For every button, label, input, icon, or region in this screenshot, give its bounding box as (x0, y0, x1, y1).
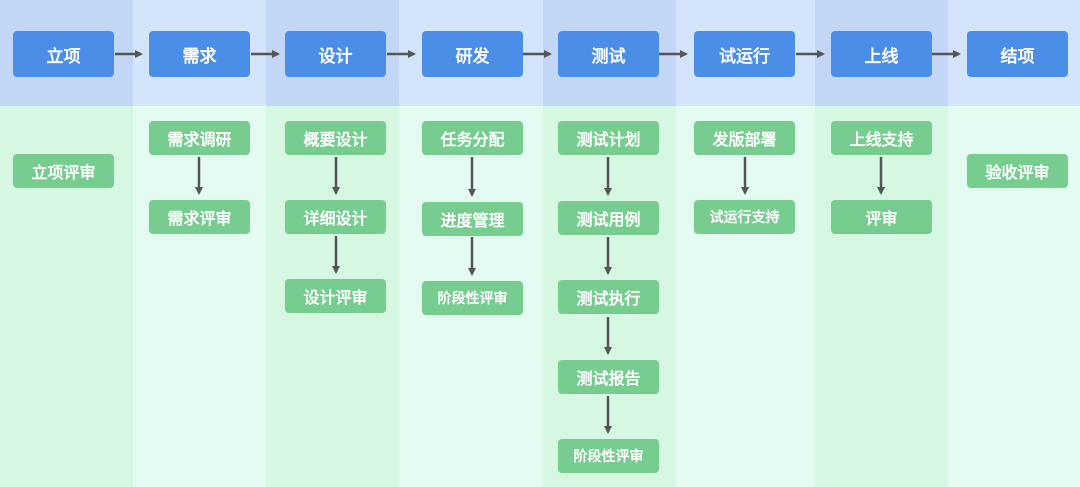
task-box[interactable]: 评审 (831, 200, 932, 234)
task-box[interactable]: 试运行支持 (694, 200, 795, 234)
task-box[interactable]: 验收评审 (967, 154, 1068, 188)
task-box[interactable]: 任务分配 (422, 121, 523, 155)
task-box[interactable]: 测试计划 (558, 121, 659, 155)
task-box[interactable]: 测试用例 (558, 201, 659, 235)
phase-box-xuqiu[interactable]: 需求 (149, 31, 250, 77)
task-box[interactable]: 测试执行 (558, 280, 659, 314)
phase-box-sheji[interactable]: 设计 (285, 31, 386, 77)
task-box[interactable]: 详细设计 (285, 200, 386, 234)
task-box[interactable]: 立项评审 (13, 154, 114, 188)
task-box[interactable]: 发版部署 (694, 121, 795, 155)
phase-box-yanfa[interactable]: 研发 (422, 31, 523, 77)
phase-box-shiyunxing[interactable]: 试运行 (694, 31, 795, 77)
task-box[interactable]: 设计评审 (285, 279, 386, 313)
task-box[interactable]: 阶段性评审 (422, 281, 523, 315)
task-box[interactable]: 上线支持 (831, 121, 932, 155)
phase-box-ceshi[interactable]: 测试 (558, 31, 659, 77)
task-box[interactable]: 需求评审 (149, 200, 250, 234)
phase-box-lixiang[interactable]: 立项 (13, 31, 114, 77)
phase-box-jiexiang[interactable]: 结项 (967, 31, 1068, 77)
task-box[interactable]: 阶段性评审 (558, 439, 659, 473)
task-box[interactable]: 需求调研 (149, 121, 250, 155)
phase-box-shangxian[interactable]: 上线 (831, 31, 932, 77)
task-box[interactable]: 测试报告 (558, 360, 659, 394)
task-box[interactable]: 进度管理 (422, 202, 523, 236)
task-box[interactable]: 概要设计 (285, 121, 386, 155)
